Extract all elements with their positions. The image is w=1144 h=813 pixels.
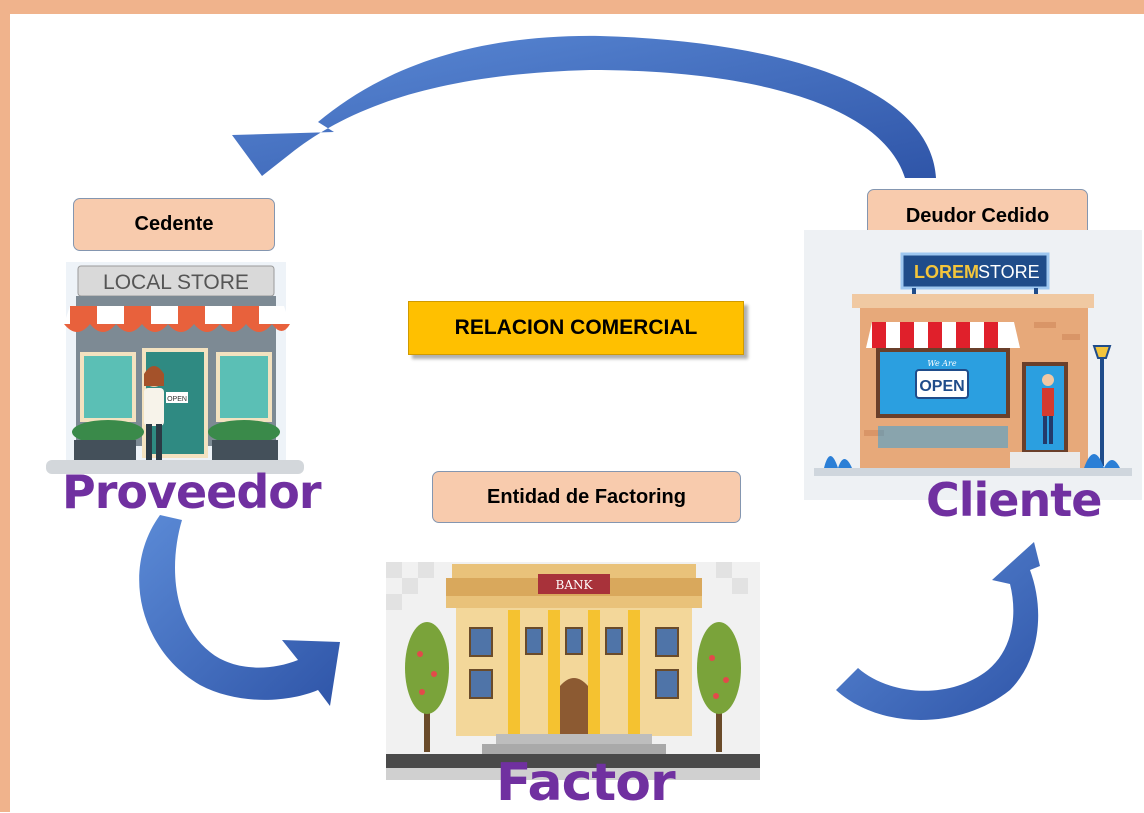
arrow-top	[232, 35, 936, 178]
we-are-text: We Are	[927, 359, 956, 368]
bank-sign	[538, 574, 610, 594]
local-store-illustration: LOCAL STORE OPEN	[46, 262, 304, 474]
arrow-bottom-right	[836, 542, 1040, 720]
awning-stripes	[70, 306, 259, 324]
cedente-tag: Cedente	[73, 198, 275, 251]
relacion-comercial-label: RELACION COMERCIAL	[408, 301, 744, 355]
entidad-factoring-tag: Entidad de Factoring	[432, 471, 741, 523]
bank-illustration: BANK	[386, 562, 760, 780]
lorem-store-sign	[900, 252, 1050, 290]
lorem-store-sign-word1: LOREM	[914, 262, 979, 282]
bank-sign-text: BANK	[556, 578, 594, 592]
open-sign-small: OPEN	[167, 396, 187, 403]
factor-label: Factor	[496, 753, 676, 813]
lorem-store-sign-word2: STORE	[978, 262, 1040, 282]
cliente-label: Cliente	[926, 473, 1102, 527]
lorem-store-illustration: LOREM STORE We Are OPEN	[804, 230, 1142, 500]
proveedor-label: Proveedor	[62, 465, 322, 519]
arrow-bottom-left	[139, 515, 340, 706]
local-store-sign-text: LOCAL STORE	[103, 271, 249, 294]
open-sign-big-text: OPEN	[919, 378, 964, 395]
open-sign-big	[915, 369, 969, 399]
